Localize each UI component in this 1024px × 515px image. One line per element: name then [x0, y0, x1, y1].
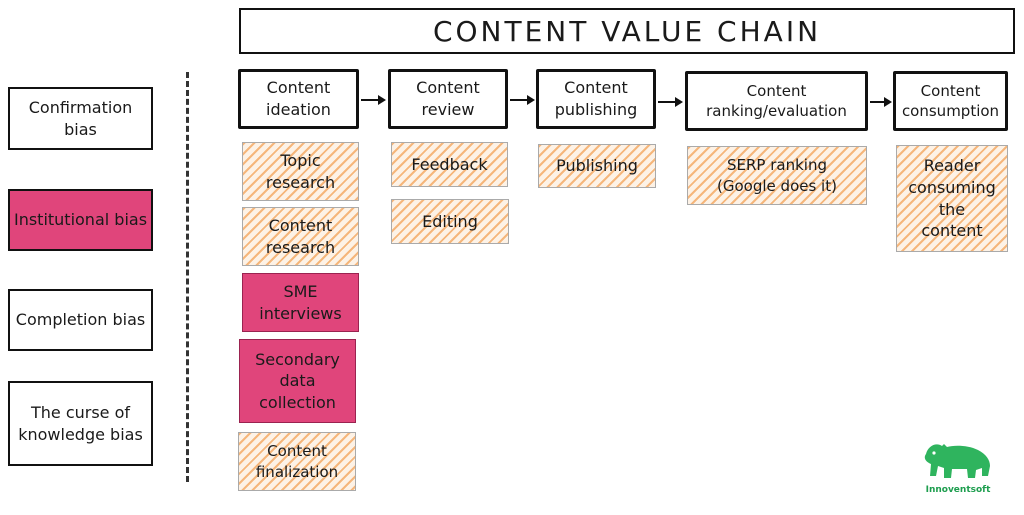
dashed-divider — [186, 72, 189, 482]
bias-institutional: Institutional bias — [8, 189, 153, 251]
arrow-right-icon — [658, 97, 683, 107]
bias-curse-of-knowledge: The curse of knowledge bias — [8, 381, 153, 466]
stage-content-ideation: Content ideation — [238, 69, 359, 129]
arrow-right-icon — [870, 97, 892, 107]
task-publishing: Publishing — [538, 144, 656, 188]
task-editing: Editing — [391, 199, 509, 244]
arrow-right-icon — [510, 95, 535, 105]
diagram-title: CONTENT VALUE CHAIN — [239, 8, 1015, 54]
stage-content-consumption: Content consumption — [893, 71, 1008, 131]
brand-name: Innoventsoft — [925, 485, 991, 495]
task-reader-consuming: Reader consuming the content — [896, 145, 1008, 252]
stage-content-review: Content review — [388, 69, 508, 129]
stage-content-ranking: Content ranking/evaluation — [685, 71, 868, 131]
task-secondary-data-collection: Secondary data collection — [239, 339, 356, 423]
task-topic-research: Topic research — [242, 142, 359, 201]
arrow-right-icon — [361, 95, 386, 105]
bias-confirmation: Confirmation bias — [8, 87, 153, 150]
bias-completion: Completion bias — [8, 289, 153, 351]
stage-content-publishing: Content publishing — [536, 69, 656, 129]
task-sme-interviews: SME interviews — [242, 273, 359, 332]
task-serp-ranking: SERP ranking (Google does it) — [687, 146, 867, 205]
bear-logo-icon — [924, 444, 990, 478]
task-feedback: Feedback — [391, 142, 508, 187]
task-content-finalization: Content finalization — [238, 432, 356, 491]
task-content-research: Content research — [242, 207, 359, 266]
